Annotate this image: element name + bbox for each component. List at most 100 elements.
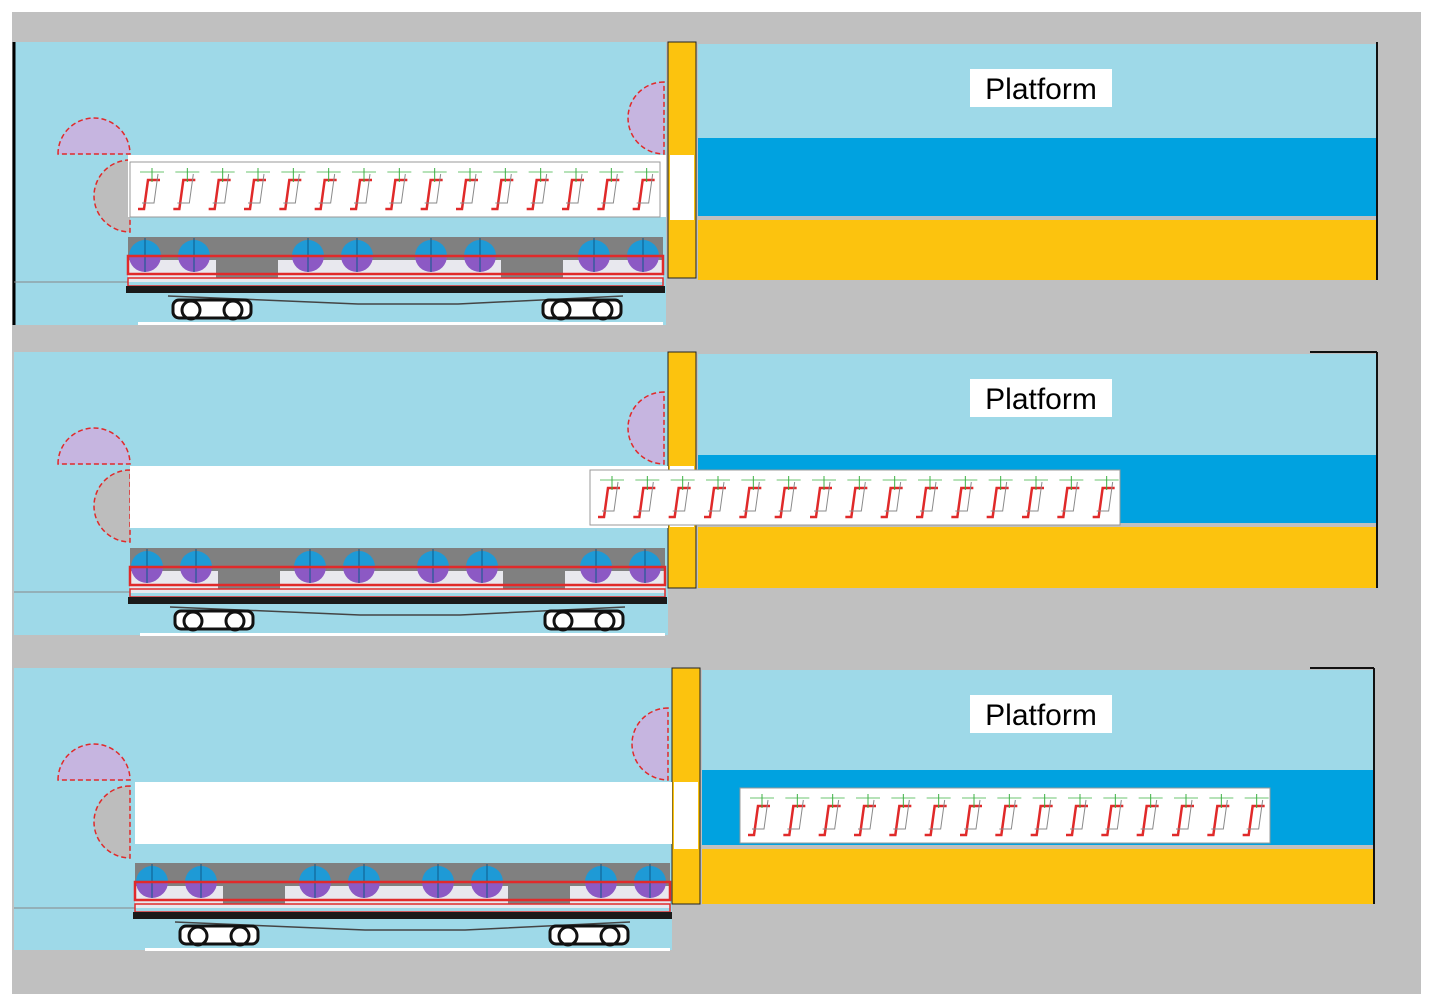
seat: [350, 168, 376, 211]
seat-outline: [495, 173, 512, 204]
seat: [1136, 794, 1163, 837]
bogie-wheel: [592, 299, 614, 321]
left-door-swing-arc: [57, 117, 131, 155]
bogie-wheel: [224, 610, 246, 632]
bogie-wheel: [599, 925, 621, 947]
seat: [854, 794, 880, 837]
seat-outline: [752, 799, 769, 830]
seat-outline: [530, 173, 548, 204]
transfer-roller: [415, 238, 447, 272]
seat: [244, 168, 270, 211]
seat-frame: [1092, 486, 1115, 519]
car-bay: [508, 886, 570, 904]
car-red-rail: [133, 880, 672, 902]
seat-outline: [1211, 799, 1228, 830]
platform-label-text: Platform: [985, 383, 1097, 416]
seat: [1066, 794, 1092, 837]
seat-outline: [283, 173, 300, 204]
transfer-roller: [464, 238, 496, 272]
seat-outline: [1026, 481, 1043, 512]
platform-label-text: Platform: [985, 73, 1097, 106]
car-underframe: [167, 295, 624, 305]
seat-frame: [350, 178, 372, 211]
car-bottom-line: [138, 322, 663, 325]
seat: [1242, 794, 1269, 837]
bogie-frame: [541, 298, 623, 320]
seat-frame: [668, 486, 691, 519]
transfer-roller: [466, 549, 498, 583]
transfer-roller: [299, 864, 331, 898]
left-door-leaf: [93, 159, 131, 233]
transfer-roller: [627, 238, 659, 272]
seat: [668, 476, 695, 519]
seat-outline: [787, 799, 804, 830]
bogie-frame: [173, 609, 255, 631]
seat-frame: [633, 486, 656, 519]
left-door-swing-arc: [57, 743, 131, 781]
platform-label: Platform: [970, 695, 1112, 733]
seat-outline: [318, 173, 336, 204]
seat-frame: [244, 178, 266, 211]
transfer-roller: [343, 549, 375, 583]
seat-outline: [636, 173, 654, 204]
seat: [632, 168, 659, 211]
car-chassis: [128, 597, 667, 604]
bogie-right: [548, 924, 630, 947]
seat-frame: [748, 804, 770, 837]
seat-outline: [858, 799, 875, 830]
seat: [1057, 476, 1084, 519]
bogie-frame: [543, 609, 625, 631]
seat-outline: [354, 173, 371, 204]
seat: [208, 168, 235, 211]
seat-frame: [1207, 804, 1230, 837]
seat-frame: [951, 486, 974, 519]
platform-deck: [698, 220, 1377, 280]
panel-2: Platform: [14, 351, 1378, 636]
seat-outline: [142, 173, 159, 204]
seat: [526, 168, 553, 211]
seat: [420, 168, 447, 211]
seat: [456, 168, 482, 211]
car-bay: [223, 886, 285, 904]
seat: [138, 168, 164, 211]
seat-frame: [491, 178, 514, 211]
bogie-frame: [548, 924, 630, 946]
seat: [774, 476, 801, 519]
seat-frame: [314, 178, 337, 211]
bogie-left: [178, 924, 260, 947]
seat-frame: [880, 486, 903, 519]
car-bay: [503, 571, 565, 589]
seat-outline: [1034, 799, 1052, 830]
seat-outline: [814, 481, 831, 512]
platform-label-text: Platform: [985, 699, 1097, 732]
seat: [1101, 794, 1128, 837]
seat: [995, 794, 1022, 837]
seat-frame: [739, 486, 762, 519]
bogie-wheel: [550, 299, 572, 321]
transfer-roller: [348, 864, 380, 898]
seat-frame: [632, 178, 655, 211]
seat: [1092, 476, 1119, 519]
seat-outline: [743, 481, 760, 512]
car-chassis: [126, 286, 665, 293]
seat: [1172, 794, 1198, 837]
platform-label-background: [970, 69, 1112, 107]
seat-outline: [601, 173, 618, 204]
seat-outline: [778, 481, 796, 512]
seat-outline: [1070, 799, 1087, 830]
seat-frame: [783, 804, 806, 837]
seat-frame: [1022, 486, 1044, 519]
car-bottom-line: [145, 948, 670, 951]
door-opening: [674, 782, 698, 849]
car-bay: [216, 260, 278, 278]
platform-label: Platform: [970, 379, 1112, 417]
panel-3: Platform: [14, 667, 1375, 951]
seat: [951, 476, 978, 519]
seat-frame: [774, 486, 797, 519]
seat: [960, 794, 986, 837]
bogie-wheel: [229, 925, 251, 947]
seat: [739, 476, 766, 519]
platform-level-band: [698, 138, 1377, 216]
door-swing-arc: [631, 707, 669, 781]
